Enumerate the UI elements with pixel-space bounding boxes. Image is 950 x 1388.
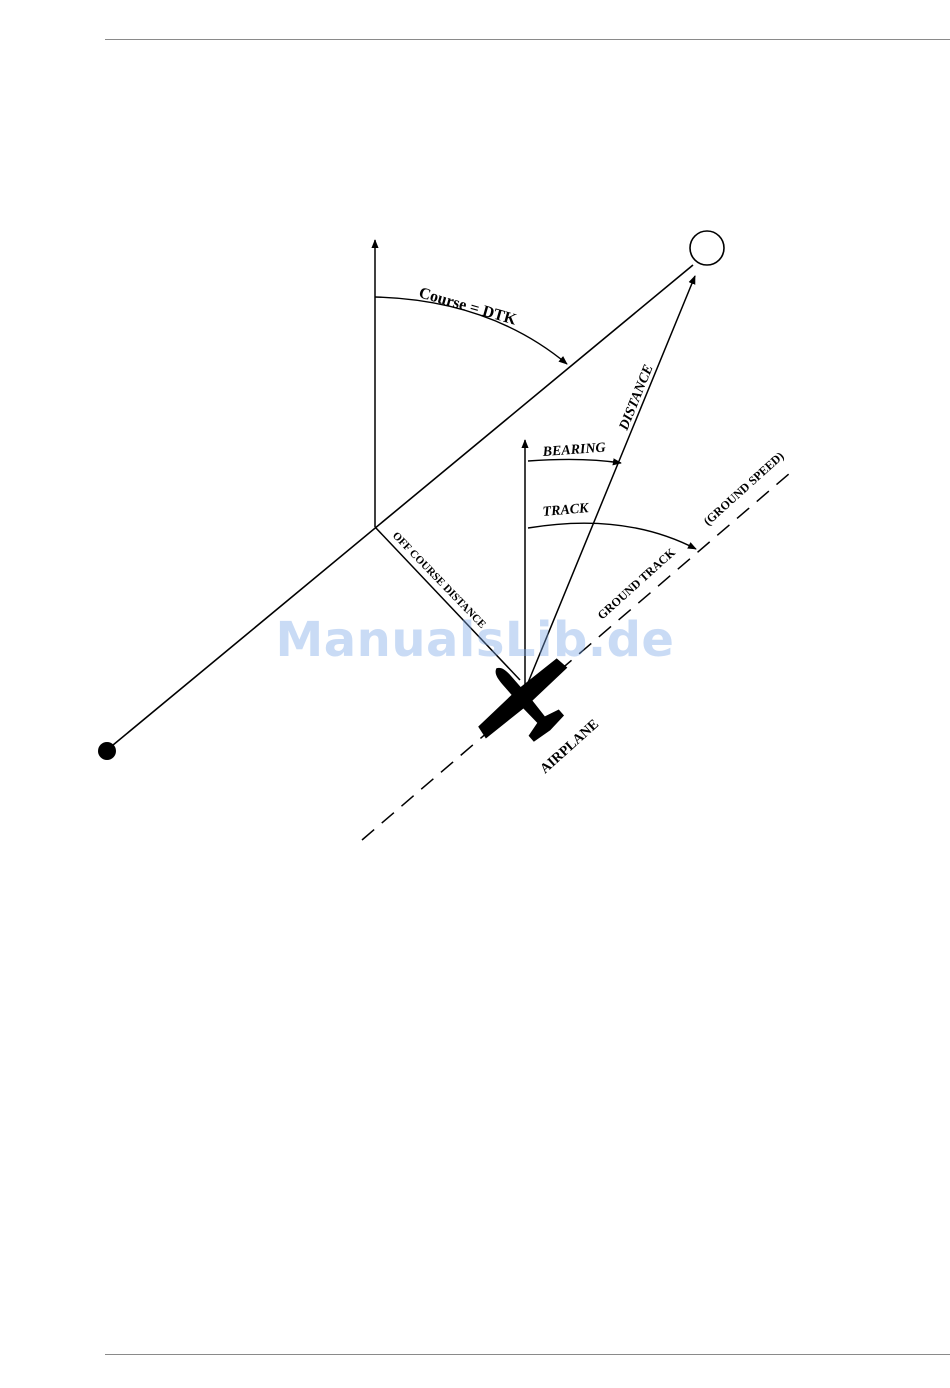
track-arc (528, 523, 696, 549)
ground-track-label: GROUND TRACK (595, 545, 679, 622)
bearing-label: BEARING (541, 441, 606, 460)
course-label: Course = DTK (417, 285, 519, 329)
ground-speed-label: (GROUND SPEED) (701, 449, 787, 528)
course-line (107, 265, 693, 750)
origin-waypoint-marker (98, 742, 116, 760)
distance-label: DISTANCE (616, 363, 656, 434)
ground-track-line (362, 473, 790, 840)
bearing-arc (528, 459, 621, 463)
destination-waypoint-marker (690, 231, 724, 265)
track-label: TRACK (542, 501, 591, 520)
off-course-distance-label: OFF COURSE DISTANCE (390, 530, 488, 631)
off-course-distance-line (375, 527, 520, 680)
